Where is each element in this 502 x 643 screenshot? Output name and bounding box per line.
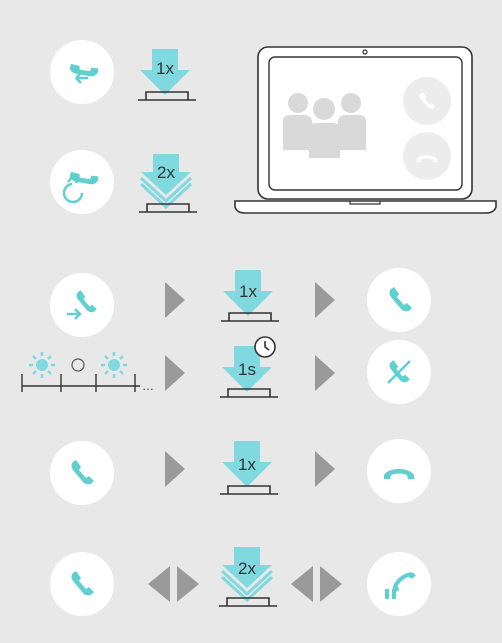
flashing-led-icon: …: [21, 350, 154, 393]
press-label: 1x: [239, 282, 257, 301]
row-hold-call: 2x: [50, 545, 431, 616]
svg-text:…: …: [142, 379, 154, 393]
row-redial: 2x: [50, 150, 198, 214]
row-accept-call: 1x: [50, 268, 431, 337]
row-end-call: 1x: [50, 439, 431, 505]
screen-call-button: [403, 77, 451, 125]
swap-arrows-icon: [148, 566, 199, 602]
active-call-icon: [50, 441, 114, 505]
laptop-illustration: [234, 46, 497, 214]
hold-call-icon: [367, 552, 431, 616]
press-label: 1x: [238, 455, 256, 474]
laptop-base: [234, 200, 497, 214]
press-label: 2x: [157, 163, 175, 182]
swap-arrows-icon: [291, 566, 342, 602]
press-label: 1x: [156, 59, 174, 78]
press-label: 1s: [238, 360, 256, 379]
row-reject-call: … 1s: [21, 336, 431, 404]
press-label: 2x: [238, 559, 256, 578]
people-group-icon: [283, 93, 366, 158]
row-callback: 1x: [50, 40, 197, 104]
active-call-icon: [50, 552, 114, 616]
clock-icon: [254, 336, 276, 358]
incoming-call-icon: [50, 273, 114, 337]
webcam: [362, 49, 368, 55]
